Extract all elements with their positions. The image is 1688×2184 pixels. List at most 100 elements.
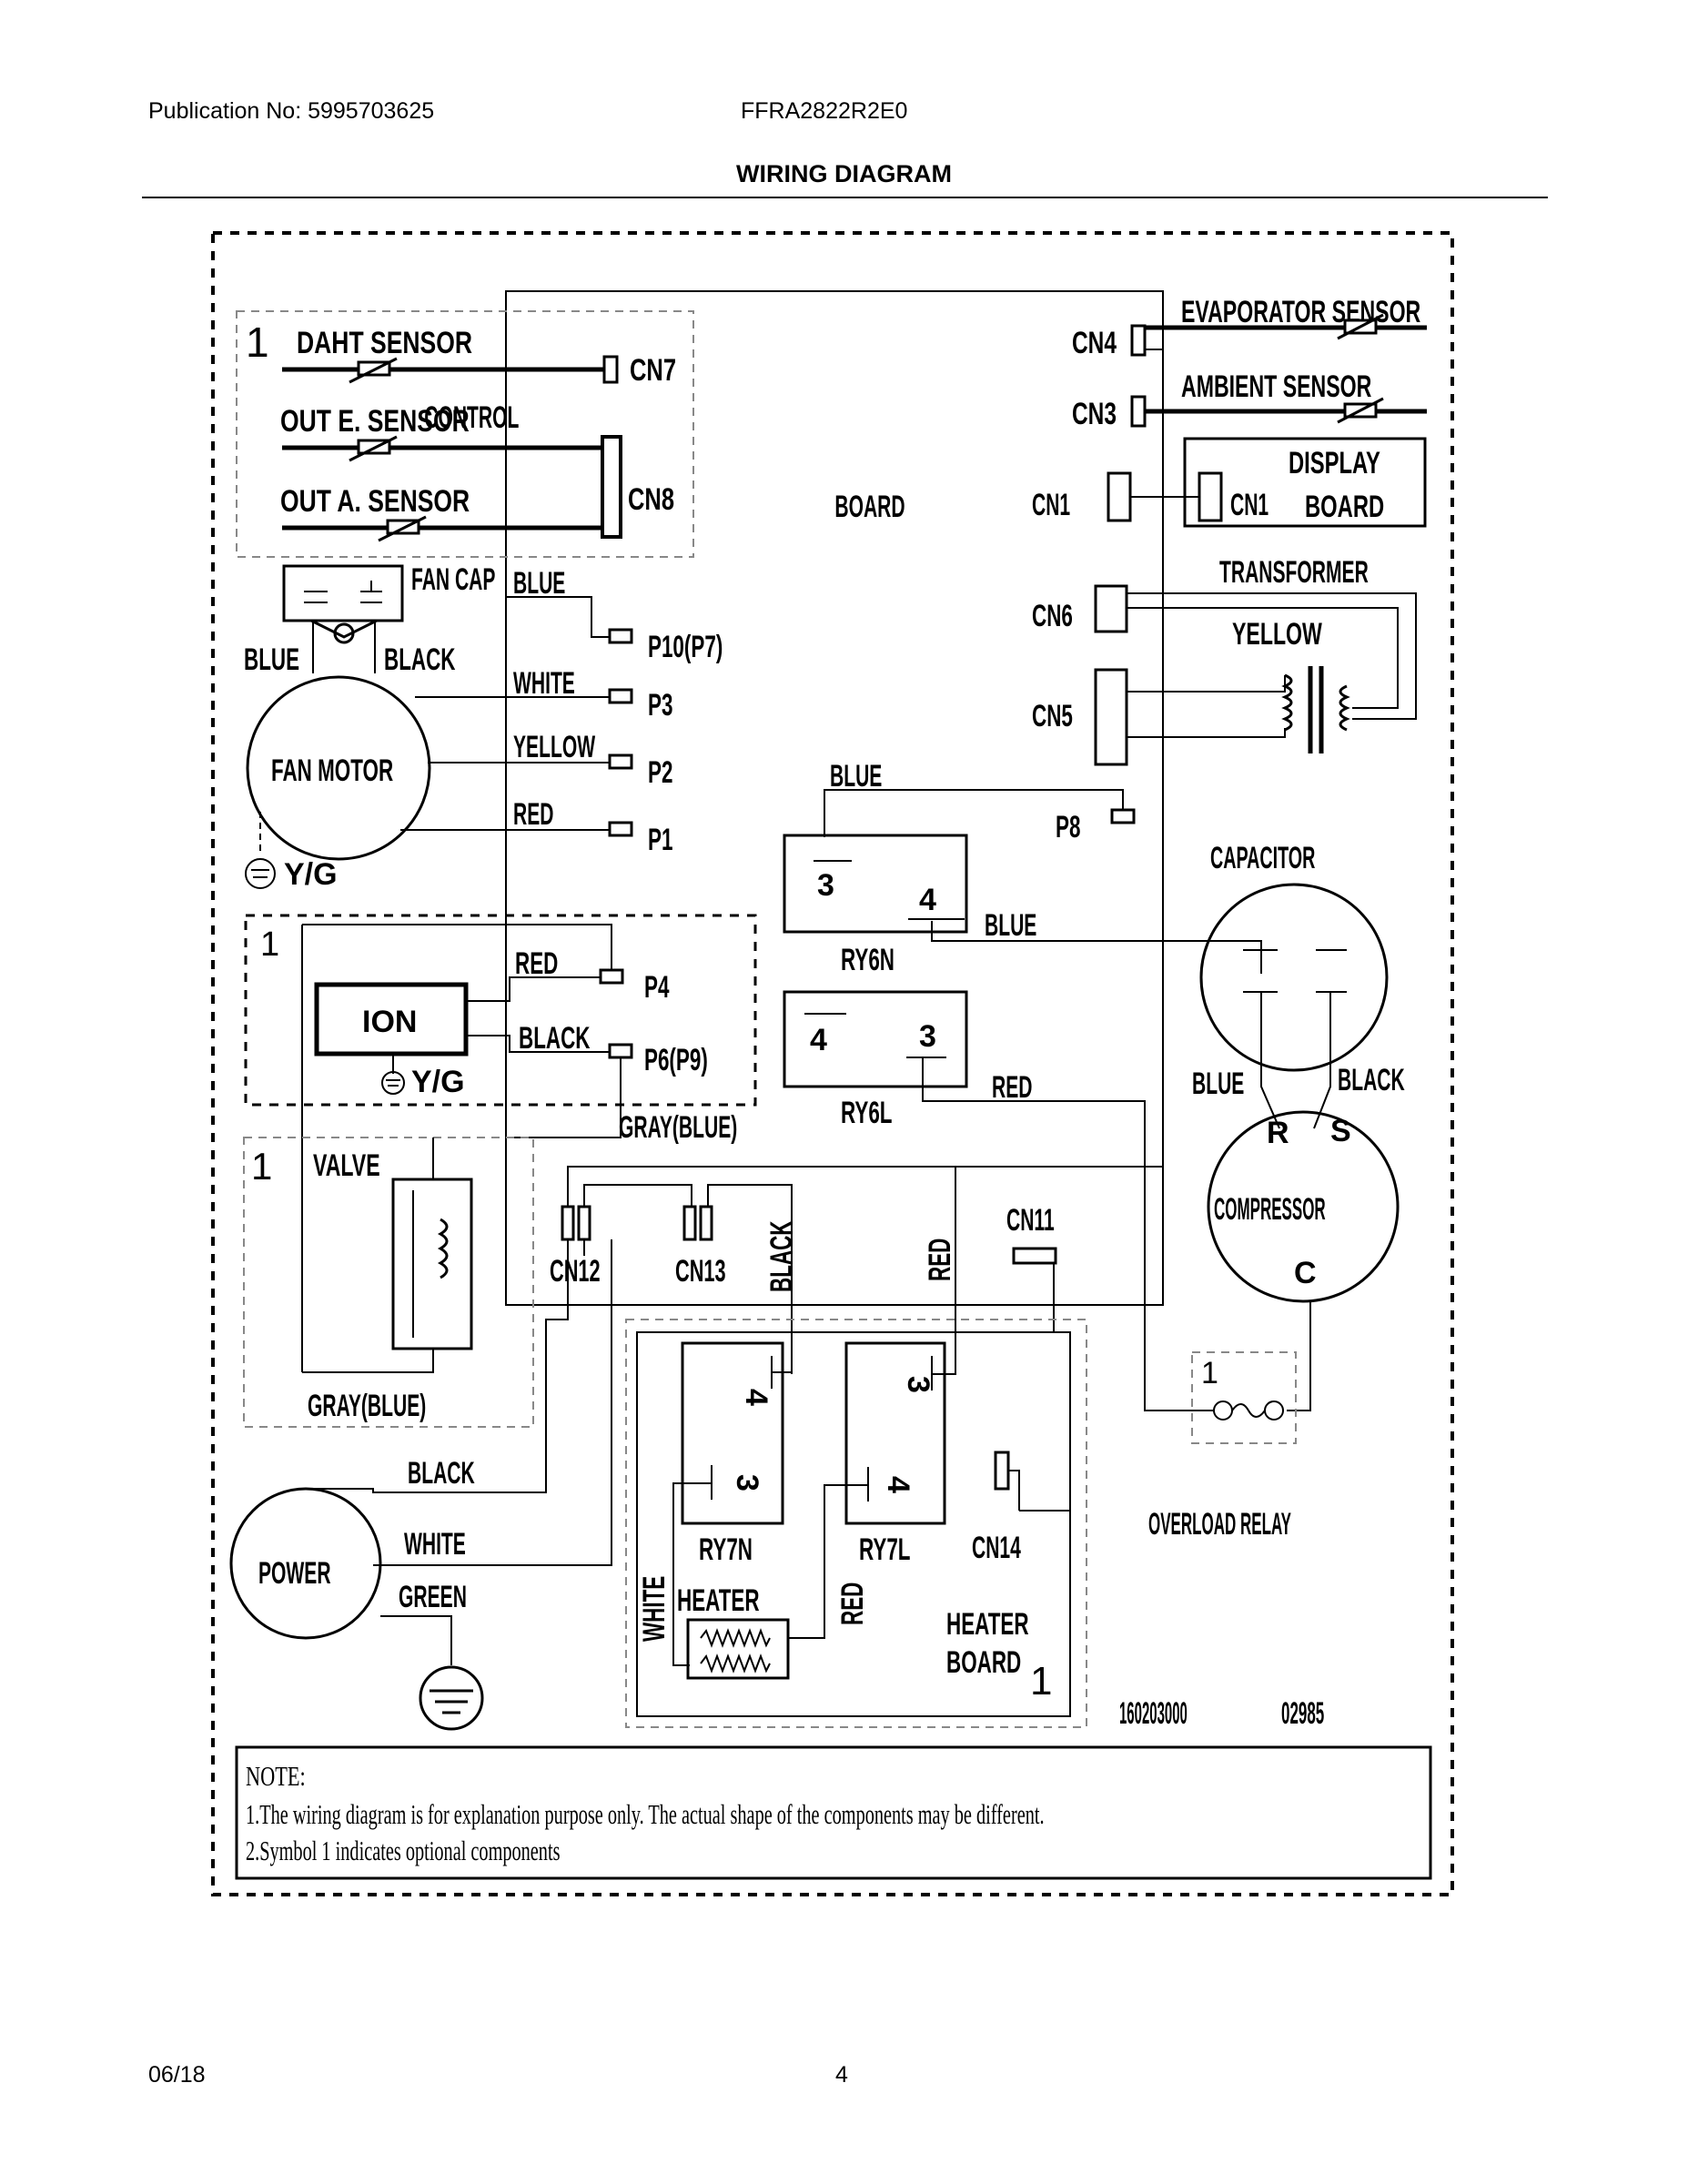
diagram-code-large: 02985	[1281, 1696, 1324, 1731]
cn6-connector	[1094, 584, 1128, 633]
wire-red-p1: RED	[513, 796, 553, 831]
display-cn1-connector	[1198, 471, 1223, 522]
valve-coil-box	[391, 1178, 473, 1350]
p10-terminal	[608, 628, 633, 644]
transformer-yellow-label: YELLOW	[1232, 618, 1322, 652]
sensor-optional-mark: 1	[246, 318, 269, 366]
overload-optional-mark: 1	[1201, 1356, 1218, 1390]
transformer-coil-secondary	[1339, 684, 1350, 732]
ion-red-label: RED	[515, 946, 558, 981]
note-line-2: 2.Symbol 1 indicates optional components	[246, 1835, 561, 1866]
display-board-outline	[1183, 437, 1427, 528]
heater-board-outer	[625, 1319, 1087, 1728]
ion-box	[314, 982, 469, 1057]
p3-label: P3	[648, 688, 672, 723]
fan-motor-label: FAN MOTOR	[271, 753, 393, 788]
note-title: NOTE:	[246, 1760, 306, 1791]
ry6l-pin-right: 3	[919, 1019, 936, 1054]
fan-yg-label: Y/G	[284, 857, 338, 892]
p3-terminal	[608, 688, 633, 704]
power-white-label: WHITE	[404, 1526, 466, 1561]
p4-terminal	[599, 968, 624, 985]
valve-optional-mark: 1	[251, 1145, 272, 1188]
cn11-label: CN11	[1006, 1202, 1055, 1237]
cn4-connector	[1130, 324, 1147, 357]
cn7-label: CN7	[630, 354, 676, 388]
p1-label: P1	[648, 823, 672, 857]
ion-black-label: BLACK	[519, 1021, 591, 1056]
cn1-connector	[1107, 471, 1132, 522]
ry6l-pin-left: 4	[810, 1023, 827, 1057]
ion-group-outline	[244, 914, 757, 1107]
cn8-label: CN8	[628, 483, 674, 517]
power-black-label: BLACK	[408, 1455, 475, 1490]
ry7n-relay	[681, 1341, 784, 1525]
footer-page-number: 4	[835, 2062, 848, 2088]
compressor-s-label: S	[1330, 1114, 1351, 1148]
ry7-black-wire-label: BLACK	[764, 1220, 799, 1292]
cn12-connector-a	[561, 1205, 575, 1241]
fan-motor-circle	[246, 675, 431, 861]
heater-optional-mark: 1	[1030, 1659, 1052, 1704]
compressor-r-label: R	[1267, 1116, 1289, 1150]
power-label: POWER	[258, 1555, 331, 1590]
fan-cap-label: FAN CAP	[411, 561, 495, 596]
model-number: FFRA2822R2E0	[741, 98, 908, 124]
cn5-connector	[1094, 668, 1128, 766]
heater-board-label-1: HEATER	[946, 1607, 1029, 1642]
diagram-code-small: 160203000	[1119, 1695, 1188, 1731]
heater-board-label-2: BOARD	[946, 1645, 1021, 1680]
cn3-label: CN3	[1072, 397, 1117, 431]
ry7n-pin-top: 4	[739, 1389, 773, 1406]
wire-yellow-p2: YELLOW	[513, 729, 595, 763]
valve-label: VALVE	[313, 1149, 380, 1183]
cn12-label: CN12	[550, 1254, 601, 1289]
title-rule	[142, 197, 1548, 198]
fan-blue-label: BLUE	[244, 642, 299, 677]
display-board-label-2: BOARD	[1305, 490, 1384, 524]
daht-sensor-label: DAHT SENSOR	[297, 326, 472, 360]
ion-yg-label: Y/G	[411, 1065, 465, 1099]
compressor-label: COMPRESSOR	[1214, 1192, 1326, 1227]
power-green-label: GREEN	[399, 1579, 467, 1613]
ion-optional-mark: 1	[260, 925, 279, 964]
cn3-connector	[1130, 395, 1147, 428]
ry7n-pin-bottom: 3	[730, 1474, 764, 1491]
transformer-coil-primary	[1281, 673, 1293, 732]
transformer-label: TRANSFORMER	[1219, 554, 1369, 589]
evaporator-sensor-label: EVAPORATOR SENSOR	[1181, 296, 1420, 329]
display-board-label-1: DISPLAY	[1289, 446, 1380, 480]
compressor-circle	[1207, 1110, 1400, 1303]
valve-group-outline	[243, 1137, 534, 1428]
ry6n-blue-label: BLUE	[985, 907, 1036, 942]
p2-label: P2	[648, 755, 672, 790]
overload-relay-outline	[1191, 1351, 1297, 1444]
p10-label: P10(P7)	[648, 630, 723, 664]
control-board-label-2: BOARD	[834, 489, 905, 523]
ry7l-label: RY7L	[859, 1532, 911, 1567]
cn1-label: CN1	[1032, 487, 1070, 521]
note-line-1: 1.The wiring diagram is for explanation …	[246, 1799, 1045, 1830]
fan-ground-symbol	[245, 858, 276, 889]
ry6-blue-label: BLUE	[830, 758, 882, 793]
display-cn1-label: CN1	[1230, 487, 1269, 521]
note-box	[235, 1745, 1432, 1880]
cn13-connector-b	[699, 1205, 713, 1241]
heater-label: HEATER	[677, 1583, 760, 1618]
cn11-connector	[1012, 1247, 1057, 1265]
heater-white-label: WHITE	[637, 1576, 672, 1642]
ry6n-label: RY6N	[841, 943, 895, 977]
ambient-sensor-label: AMBIENT SENSOR	[1181, 370, 1371, 404]
p6-terminal	[608, 1043, 633, 1059]
power-ground-symbol	[419, 1665, 484, 1731]
cn7-connector	[602, 355, 619, 384]
outer-border	[211, 231, 1454, 1896]
ion-ground-symbol	[381, 1071, 405, 1095]
overload-relay-label: OVERLOAD RELAY	[1148, 1507, 1291, 1542]
cn8-connector	[601, 435, 622, 539]
ry7n-label: RY7N	[699, 1532, 753, 1567]
cn14-connector	[994, 1451, 1010, 1491]
publication-number: Publication No: 5995703625	[148, 98, 435, 124]
cn13-label: CN13	[675, 1254, 726, 1289]
